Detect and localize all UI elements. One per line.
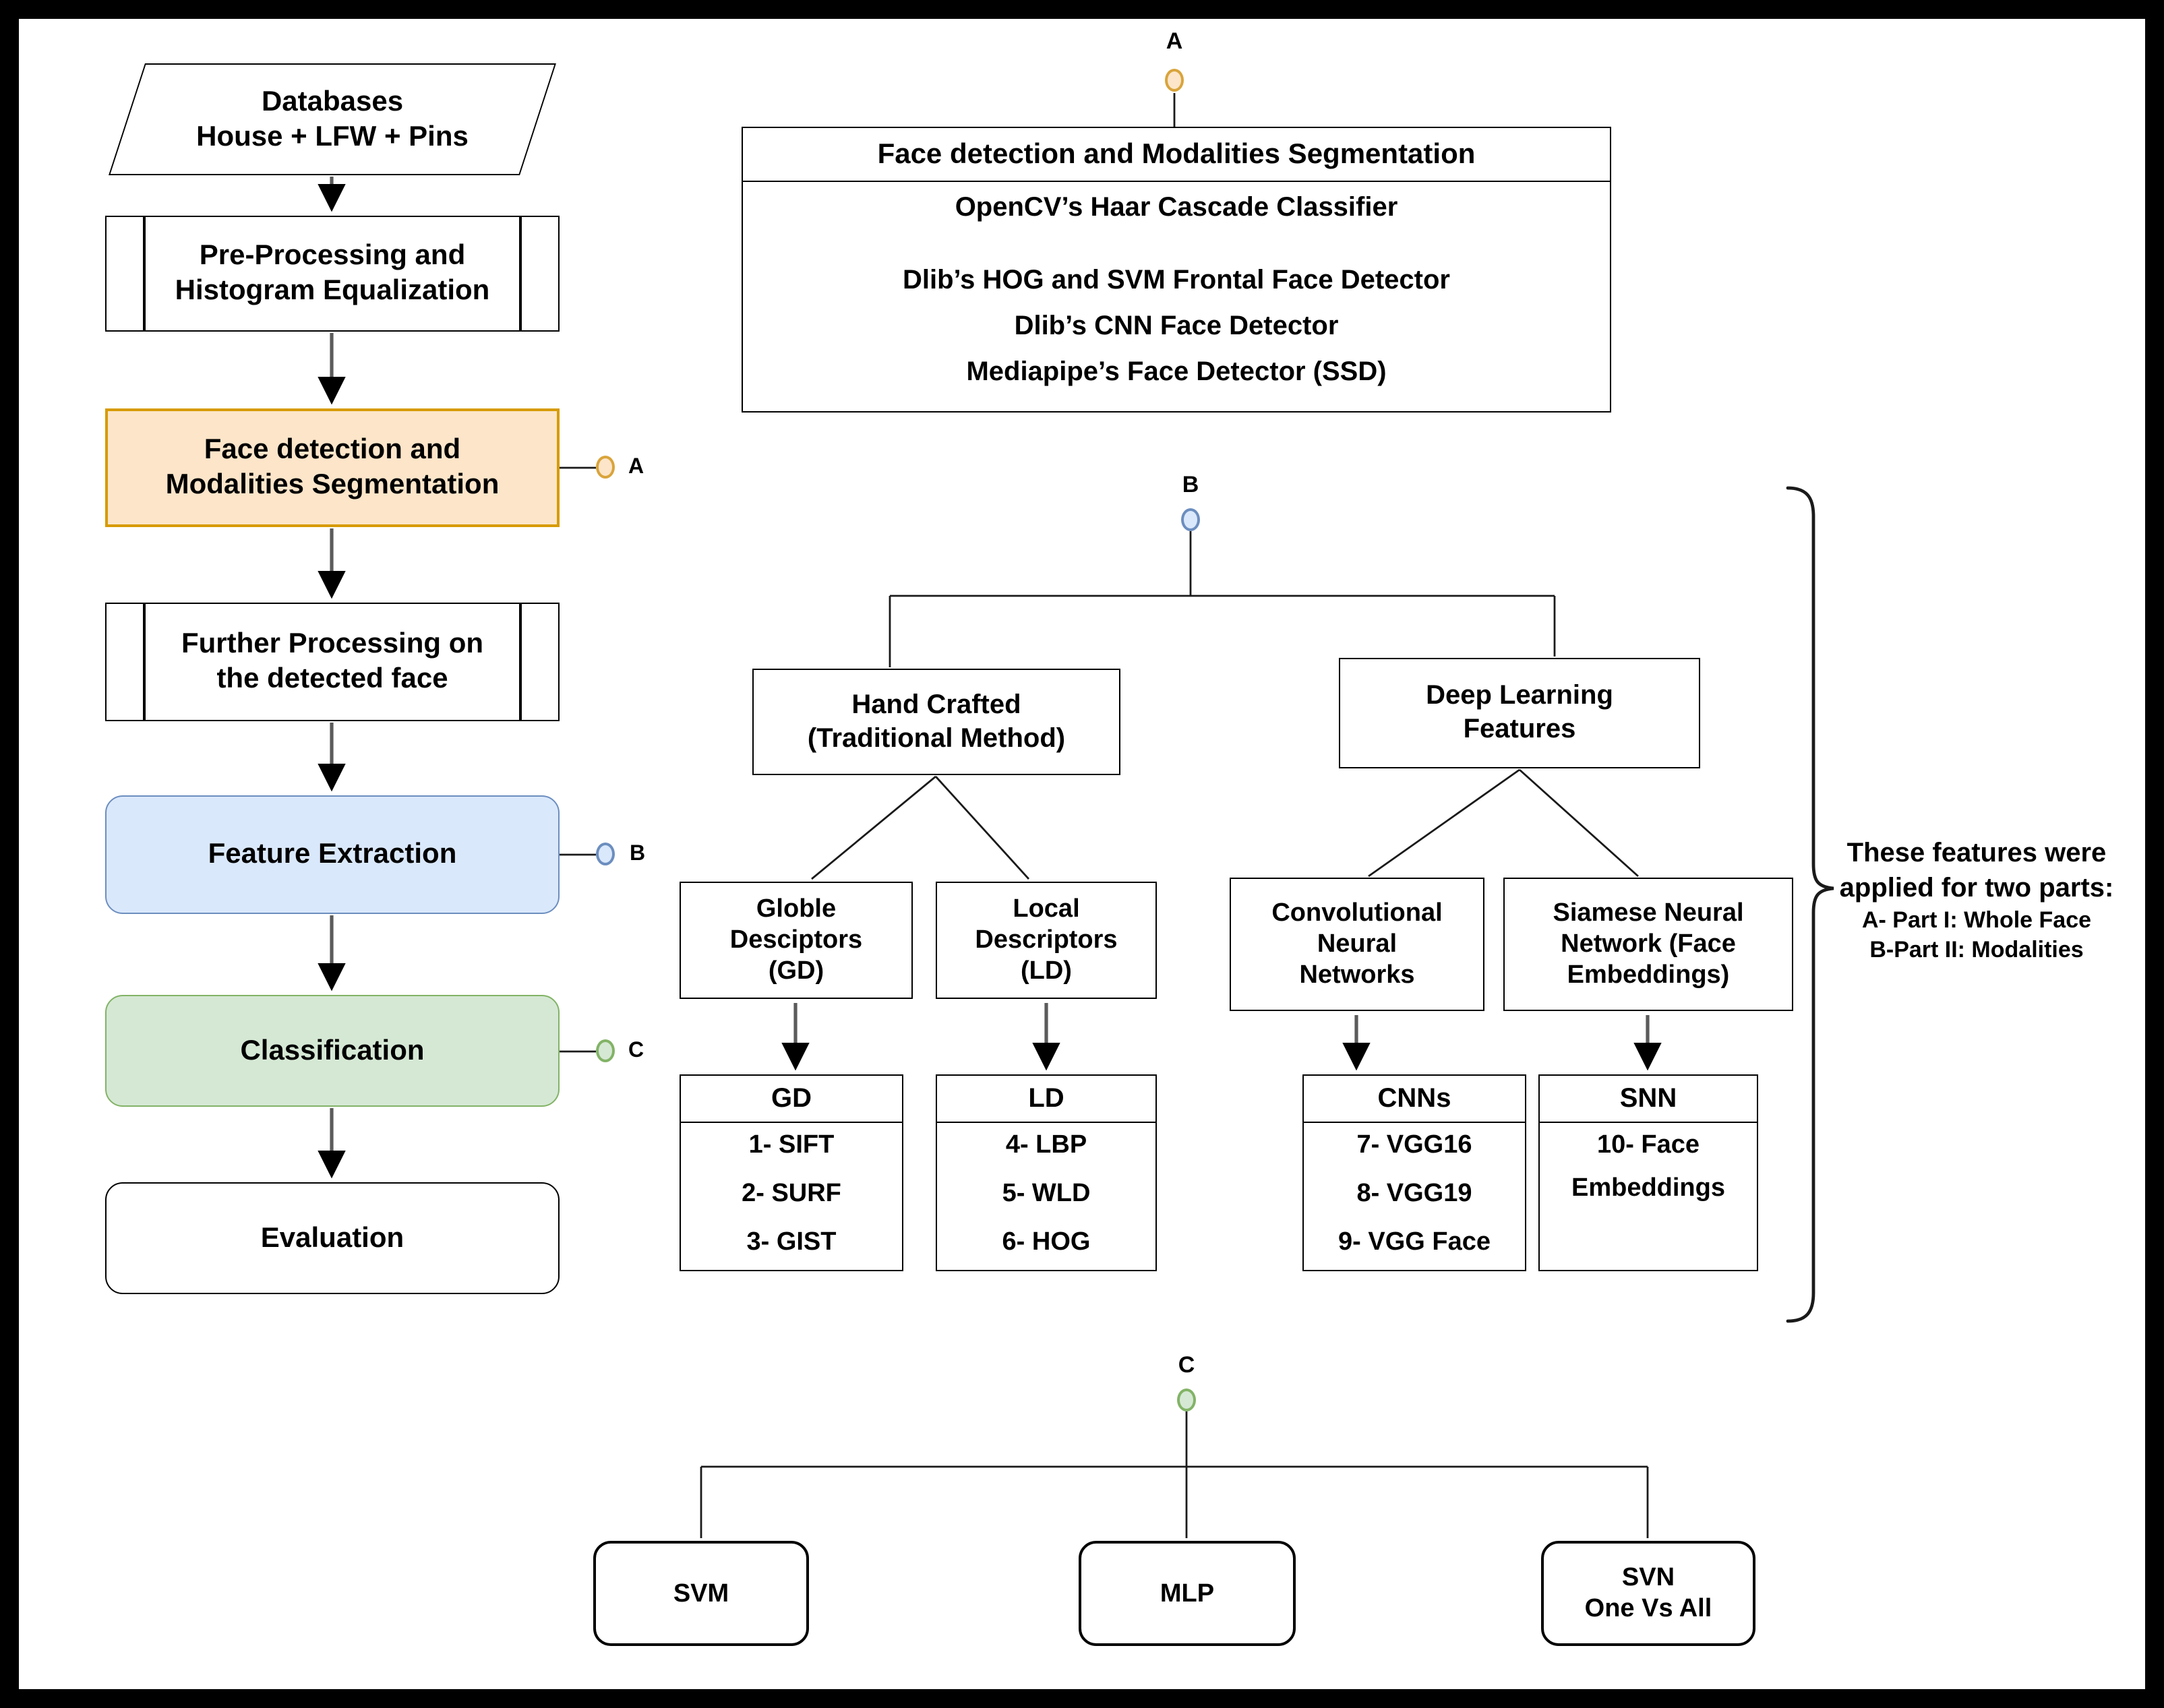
ld-list-item: 4- LBP <box>1005 1131 1087 1159</box>
ld-list-item: 5- WLD <box>1002 1180 1091 1208</box>
connector-a-label: A <box>628 456 644 479</box>
method-item: Dlib’s HOG and SVM Frontal Face Detector <box>903 266 1450 295</box>
siamese-line2: Network (Face <box>1561 930 1736 958</box>
diag-dl-snn <box>1519 768 1639 878</box>
cnns-list-box: CNNs 7- VGG16 8- VGG19 9- VGG Face <box>1302 1074 1526 1271</box>
diag-hc-gd <box>811 775 936 880</box>
connector-c-dot <box>596 1039 615 1062</box>
features-annotation: These features were applied for two part… <box>1803 836 2151 965</box>
ld-list-item: 6- HOG <box>1002 1228 1091 1256</box>
gd-list-header: GD <box>681 1076 902 1123</box>
hand-crafted-line1: Hand Crafted <box>851 690 1021 719</box>
further-processing-box: Further Processing on the detected face <box>105 603 560 721</box>
hand-crafted-box: Hand Crafted (Traditional Method) <box>752 669 1120 775</box>
diag-dl-cnn <box>1368 768 1520 878</box>
section-c-dot <box>1177 1389 1196 1411</box>
svm-label: SVM <box>673 1579 729 1608</box>
convolutional-line1: Convolutional <box>1271 899 1443 927</box>
gd-list-box: GD 1- SIFT 2- SURF 3- GIST <box>680 1074 903 1271</box>
local-descriptors-box: Local Descriptors (LD) <box>936 882 1157 999</box>
convolutional-line2: Neural <box>1317 930 1397 958</box>
process-sidebar-left <box>143 604 146 720</box>
section-b-dot <box>1181 508 1200 531</box>
preprocessing-line2: Histogram Equalization <box>175 275 490 306</box>
section-b-label: B <box>1182 472 1199 497</box>
further-processing-line2: the detected face <box>216 663 448 694</box>
local-descriptors-line2: Descriptors <box>975 926 1118 954</box>
databases-line1: Databases <box>261 86 404 117</box>
diag-hc-ld <box>934 776 1030 880</box>
process-sidebar-right <box>519 217 522 330</box>
siamese-network-box: Siamese Neural Network (Face Embeddings) <box>1503 878 1793 1011</box>
section-c-label: C <box>1178 1352 1195 1378</box>
connector-c-label: C <box>628 1039 644 1062</box>
hand-crafted-line2: (Traditional Method) <box>807 723 1066 753</box>
deep-learning-box: Deep Learning Features <box>1339 658 1700 768</box>
classification-label: Classification <box>240 1035 425 1066</box>
snn-list-item: Embeddings <box>1571 1174 1725 1202</box>
evaluation-label: Evaluation <box>260 1222 404 1253</box>
convolutional-networks-box: Convolutional Neural Networks <box>1230 878 1484 1011</box>
local-descriptors-line3: (LD) <box>1021 957 1072 985</box>
mlp-box: MLP <box>1079 1541 1296 1646</box>
local-descriptors-line1: Local <box>1013 895 1080 923</box>
svm-box: SVM <box>593 1541 809 1646</box>
cnns-list-item: 8- VGG19 <box>1356 1180 1472 1208</box>
annotation-line4: B-Part II: Modalities <box>1869 937 2084 963</box>
gd-list-item: 2- SURF <box>742 1180 841 1208</box>
annotation-line1: These features were <box>1846 838 2107 868</box>
svn-line2: One Vs All <box>1584 1595 1712 1623</box>
classification-box: Classification <box>105 995 560 1107</box>
further-processing-line1: Further Processing on <box>181 628 484 659</box>
process-sidebar-left <box>143 217 146 330</box>
deep-learning-line1: Deep Learning <box>1426 681 1613 710</box>
face-detection-box: Face detection and Modalities Segmentati… <box>105 408 560 527</box>
databases-parallelogram: Databases House + LFW + Pins <box>105 63 560 175</box>
face-detection-methods-box: Face detection and Modalities Segmentati… <box>742 127 1611 413</box>
connector-b-label: B <box>630 843 646 865</box>
global-descriptors-line3: (GD) <box>768 957 824 985</box>
section-a-dot <box>1165 69 1184 92</box>
svn-box: SVN One Vs All <box>1541 1541 1755 1646</box>
mlp-label: MLP <box>1160 1579 1215 1608</box>
section-a-label: A <box>1166 28 1183 54</box>
feature-extraction-box: Feature Extraction <box>105 795 560 914</box>
evaluation-box: Evaluation <box>105 1182 560 1294</box>
face-detection-methods-header: Face detection and Modalities Segmentati… <box>743 128 1610 182</box>
method-item: Dlib’s CNN Face Detector <box>1014 311 1339 341</box>
snn-list-item: 10- Face <box>1596 1131 1700 1159</box>
cnns-list-header: CNNs <box>1304 1076 1525 1123</box>
method-item: Mediapipe’s Face Detector (SSD) <box>966 357 1387 387</box>
ld-list-header: LD <box>937 1076 1155 1123</box>
global-descriptors-line2: Desciptors <box>729 926 863 954</box>
connector-a-dot <box>596 456 615 479</box>
face-detection-line2: Modalities Segmentation <box>165 469 500 500</box>
databases-line2: House + LFW + Pins <box>196 121 469 152</box>
global-descriptors-box: Globle Desciptors (GD) <box>680 882 913 999</box>
method-item: OpenCV’s Haar Cascade Classifier <box>955 193 1398 222</box>
connector-b-dot <box>596 843 615 865</box>
snn-list-box: SNN 10- Face Embeddings <box>1538 1074 1758 1271</box>
ld-list-box: LD 4- LBP 5- WLD 6- HOG <box>936 1074 1157 1271</box>
siamese-line1: Siamese Neural <box>1553 899 1744 927</box>
siamese-line3: Embeddings) <box>1567 961 1730 989</box>
process-sidebar-right <box>519 604 522 720</box>
gd-list-item: 1- SIFT <box>748 1131 835 1159</box>
global-descriptors-line1: Globle <box>756 895 837 923</box>
feature-extraction-label: Feature Extraction <box>208 838 457 870</box>
convolutional-line3: Networks <box>1299 961 1415 989</box>
preprocessing-box: Pre-Processing and Histogram Equalizatio… <box>105 216 560 332</box>
annotation-line2: applied for two parts: <box>1839 874 2114 903</box>
annotation-line3: A- Part I: Whole Face <box>1861 907 2092 933</box>
snn-list-header: SNN <box>1540 1076 1757 1123</box>
face-detection-line1: Face detection and <box>204 434 461 465</box>
deep-learning-line2: Features <box>1463 714 1576 744</box>
cnns-list-item: 7- VGG16 <box>1356 1131 1472 1159</box>
preprocessing-line1: Pre-Processing and <box>199 240 466 271</box>
gd-list-item: 3- GIST <box>746 1228 837 1256</box>
cnns-list-item: 9- VGG Face <box>1338 1228 1491 1256</box>
svn-line1: SVN <box>1621 1564 1675 1592</box>
